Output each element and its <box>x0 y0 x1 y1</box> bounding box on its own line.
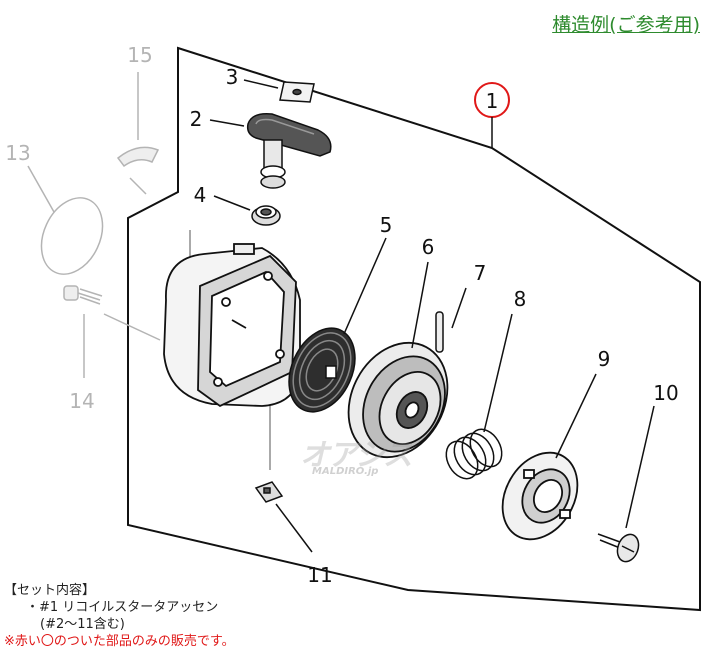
leader-9 <box>555 373 597 459</box>
leader-14b <box>103 313 161 341</box>
leader-11 <box>275 503 313 553</box>
part-11-tab <box>254 481 284 503</box>
part-4-bushing <box>251 205 281 226</box>
reference-caption: 構造例(ご参考用) <box>552 14 700 36</box>
part-10-screw <box>597 533 640 563</box>
notes-heading: 【セット内容】 <box>4 583 96 598</box>
notes-warning: ※赤い〇のついた部品のみの販売です。 <box>4 634 235 649</box>
assembly-outline <box>127 46 701 612</box>
callout-1: 1 <box>486 89 499 113</box>
part-housing <box>163 243 301 408</box>
leader-8 <box>483 313 513 433</box>
callout-9: 9 <box>598 347 611 371</box>
set-contents-notes: 【セット内容】 ・#1 リコイルスタータアッセン (#2～11含む) ※赤い〇の… <box>4 582 235 650</box>
leader-13 <box>27 165 55 213</box>
callout-8: 8 <box>514 287 527 311</box>
leader-2 <box>209 119 245 127</box>
part-6-reel <box>347 341 449 459</box>
notes-item: ・#1 リコイルスタータアッセン <box>26 600 219 615</box>
callout-15: 15 <box>127 43 152 67</box>
leader-15b <box>129 177 147 195</box>
excluded-parts <box>27 72 161 378</box>
watermark-logo: オアシス <box>300 438 413 473</box>
callout-14: 14 <box>69 389 94 413</box>
callout-7: 7 <box>474 261 487 285</box>
part-5-spring <box>288 327 356 413</box>
callout-6: 6 <box>422 235 435 259</box>
callout-2: 2 <box>190 107 203 131</box>
part-2-handle <box>246 112 332 189</box>
part-14-bolt <box>63 285 103 305</box>
watermark-site: MALDIRO.jp <box>312 466 379 477</box>
callout-10: 10 <box>653 381 678 405</box>
leader-5 <box>343 237 387 335</box>
leader-6 <box>411 261 429 349</box>
part-9-ratchet <box>501 451 579 541</box>
part-13-gasket <box>40 197 104 275</box>
leader-3 <box>243 79 279 89</box>
callout-11: 11 <box>307 563 332 587</box>
notes-item-detail: (#2～11含む) <box>40 617 125 632</box>
leader-10 <box>625 405 655 529</box>
leader-7 <box>451 287 467 329</box>
part-8-coil <box>445 428 503 480</box>
part-7-pin <box>435 311 444 353</box>
callout-3: 3 <box>226 65 239 89</box>
leader-4 <box>213 195 251 211</box>
callout-4: 4 <box>194 183 207 207</box>
part-15-clip <box>116 146 160 168</box>
part-3-cap <box>279 81 315 103</box>
callout-5: 5 <box>380 213 393 237</box>
callout-13: 13 <box>5 141 30 165</box>
